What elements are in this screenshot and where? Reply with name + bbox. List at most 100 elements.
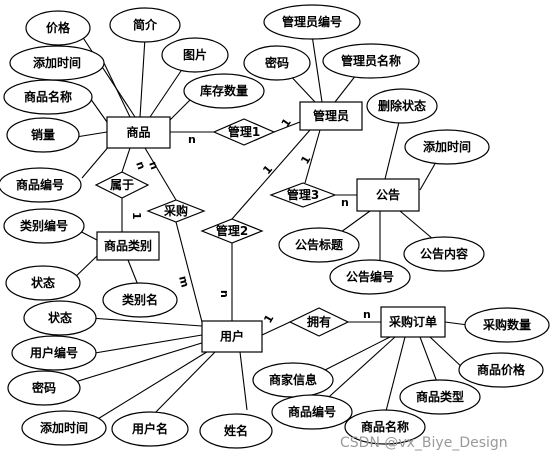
- relationship-purchase-label: 采购: [163, 203, 188, 218]
- svg-text:添加时间: 添加时间: [423, 139, 471, 154]
- relationship-manage1-label: 管理1: [228, 124, 260, 139]
- attr-notice-code: 公告编号: [329, 259, 411, 295]
- svg-text:管理员编号: 管理员编号: [282, 14, 342, 29]
- svg-text:类别编号: 类别编号: [20, 218, 68, 233]
- entity-category-label: 商品类别: [104, 238, 152, 253]
- relationship-manage1: 管理1: [212, 118, 276, 146]
- card-notice-manage3: n: [341, 196, 349, 209]
- svg-text:公告标题: 公告标题: [295, 237, 344, 252]
- svg-text:状态: 状态: [48, 310, 72, 325]
- attr-notice-title: 公告标题: [278, 227, 360, 263]
- relationship-manage3: 管理3: [269, 182, 337, 208]
- watermark: CSDN @vx_Biye_Design: [340, 435, 508, 451]
- svg-text:用户名: 用户名: [131, 421, 168, 436]
- svg-text:商品编号: 商品编号: [288, 404, 336, 419]
- svg-text:商品名称: 商品名称: [24, 89, 72, 104]
- svg-text:商品价格: 商品价格: [477, 362, 526, 377]
- attr-user-username: 用户名: [111, 411, 189, 447]
- card-admin-manage3: 1: [298, 153, 313, 166]
- attr-order-product-name: 商品名称: [344, 409, 426, 445]
- svg-text:简介: 简介: [133, 17, 158, 32]
- card-product-belongs-a: n: [133, 160, 148, 172]
- svg-text:删除状态: 删除状态: [378, 98, 426, 113]
- attr-admin-code: 管理员编号: [263, 4, 361, 40]
- entity-product: 商品: [106, 116, 171, 149]
- attr-product-code: 商品编号: [0, 167, 82, 203]
- entity-product-label: 商品: [126, 125, 150, 140]
- entity-user: 用户: [201, 320, 263, 353]
- svg-text:商品编号: 商品编号: [16, 177, 64, 192]
- attr-product-stock: 库存数量: [183, 73, 265, 109]
- attr-user-status: 状态: [23, 300, 97, 336]
- svg-text:销量: 销量: [31, 127, 55, 142]
- attr-user-code: 用户编号: [11, 335, 97, 371]
- svg-text:密码: 密码: [32, 380, 56, 395]
- entity-notice: 公告: [356, 178, 420, 212]
- svg-text:添加时间: 添加时间: [40, 420, 88, 435]
- attr-notice-content: 公告内容: [403, 236, 485, 272]
- card-category-belongs: 1: [130, 212, 143, 220]
- attr-order-product-price: 商品价格: [458, 352, 544, 388]
- attr-product-name: 商品名称: [3, 79, 93, 115]
- attr-notice-added: 添加时间: [404, 129, 490, 165]
- attr-admin-name: 管理员名称: [322, 43, 420, 79]
- attr-notice-deleted: 删除状态: [366, 88, 438, 124]
- entity-notice-label: 公告: [376, 187, 400, 202]
- attr-category-name: 类别名: [102, 282, 178, 318]
- relationship-purchase: 采购: [146, 199, 206, 223]
- attr-admin-password: 密码: [243, 45, 311, 81]
- svg-text:采购数量: 采购数量: [482, 317, 531, 332]
- svg-text:商品类型: 商品类型: [416, 389, 464, 404]
- card-admin-manage1: 1: [279, 116, 294, 130]
- attr-category-status: 状态: [5, 265, 81, 301]
- entity-order-label: 采购订单: [388, 314, 437, 329]
- card-user-purchase: m: [176, 274, 192, 288]
- card-product-belongs-b: n: [146, 160, 161, 172]
- svg-text:密码: 密码: [265, 55, 289, 70]
- svg-text:公告内容: 公告内容: [420, 246, 468, 261]
- relationship-belongs-label: 属于: [110, 178, 134, 192]
- svg-text:用户编号: 用户编号: [29, 345, 78, 360]
- svg-text:价格: 价格: [46, 20, 71, 35]
- entity-order: 采购订单: [380, 306, 446, 338]
- svg-text:状态: 状态: [31, 275, 55, 290]
- attr-product-price: 价格: [25, 10, 91, 46]
- attr-order-product-code: 商品编号: [271, 394, 353, 430]
- attr-order-merchant: 商家信息: [252, 362, 334, 398]
- entity-admin: 管理员: [299, 101, 363, 131]
- svg-text:图片: 图片: [183, 47, 207, 62]
- card-order-owns: n: [363, 308, 371, 321]
- card-product-manage1: n: [188, 133, 196, 146]
- card-user-owns: 1: [261, 312, 276, 325]
- attr-product-intro: 简介: [109, 7, 181, 43]
- relationship-owns: 拥有: [288, 307, 350, 337]
- relationship-manage3-label: 管理3: [287, 187, 319, 202]
- svg-text:公告编号: 公告编号: [346, 269, 394, 284]
- svg-text:添加时间: 添加时间: [33, 55, 81, 70]
- svg-text:商品名称: 商品名称: [361, 419, 409, 434]
- attr-order-product-type: 商品类型: [399, 379, 481, 415]
- entity-category: 商品类别: [96, 231, 160, 261]
- card-user-manage2: n: [218, 290, 231, 298]
- relationship-owns-label: 拥有: [307, 314, 331, 329]
- svg-text:管理员名称: 管理员名称: [341, 53, 401, 68]
- attr-user-password: 密码: [7, 370, 81, 406]
- attr-product-added: 添加时间: [9, 45, 105, 81]
- attr-user-added: 添加时间: [21, 410, 107, 446]
- relationship-manage2: 管理2: [200, 218, 264, 244]
- svg-text:姓名: 姓名: [224, 423, 248, 438]
- attr-order-qty: 采购数量: [464, 307, 550, 343]
- svg-text:类别名: 类别名: [122, 292, 158, 307]
- entity-admin-label: 管理员: [313, 108, 349, 123]
- card-admin-manage2: 1: [260, 163, 275, 177]
- relationship-belongs: 属于: [94, 171, 150, 199]
- entity-user-label: 用户: [219, 329, 244, 344]
- attr-user-fullname: 姓名: [199, 413, 273, 449]
- attributes: 价格 简介 添加时间 图片 商品名称 库存数量 销量 商品编号: [0, 4, 550, 449]
- attr-product-image: 图片: [161, 37, 229, 73]
- relationship-manage2-label: 管理2: [216, 223, 248, 238]
- svg-text:库存数量: 库存数量: [200, 83, 248, 98]
- attr-product-sales: 销量: [6, 117, 80, 153]
- svg-text:商家信息: 商家信息: [269, 372, 317, 387]
